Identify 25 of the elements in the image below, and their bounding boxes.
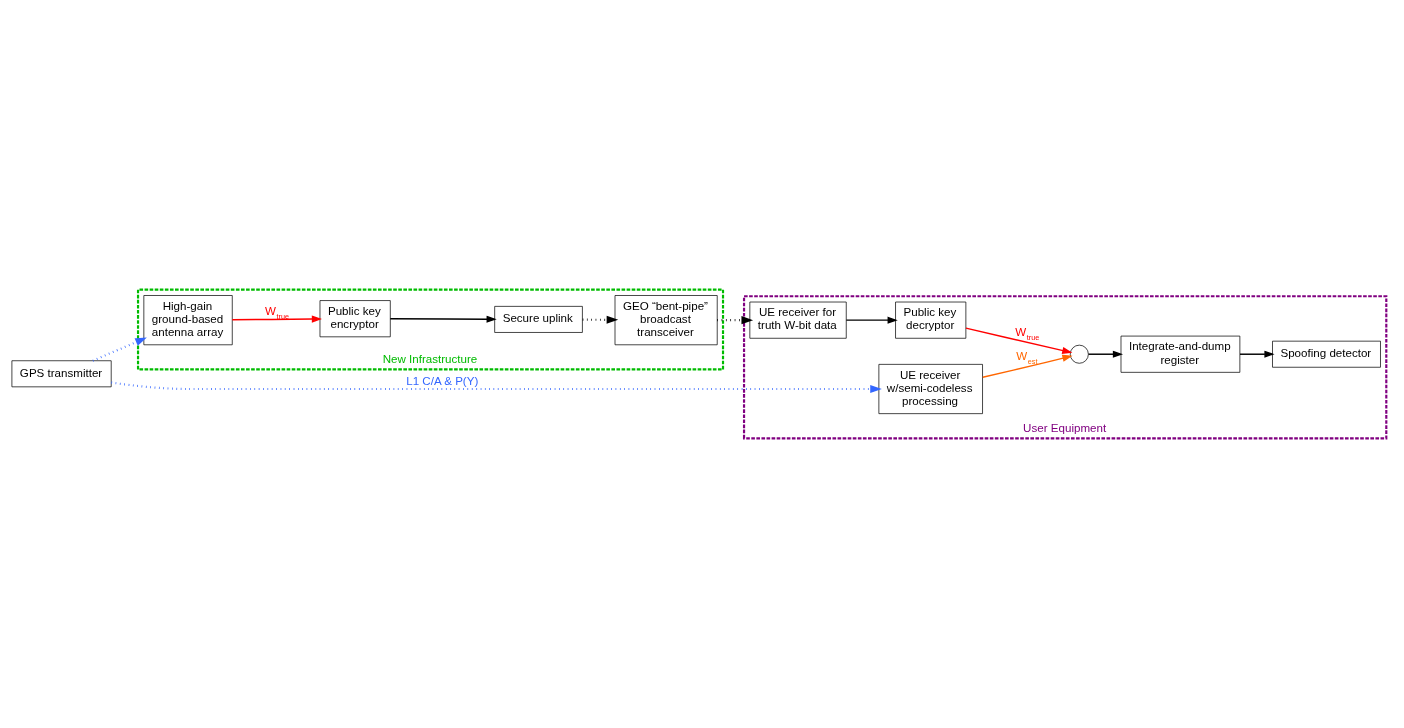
edge-label: W$_{est}$ — [1016, 349, 1038, 367]
arrow — [111, 381, 882, 394]
arrow — [1239, 350, 1275, 358]
node-box: UE receiver w/semi-codeless processing — [878, 364, 983, 415]
arrow — [717, 316, 754, 325]
node-box: GPS transmitter — [11, 360, 112, 388]
node-box: High-gain ground-based antenna array — [143, 295, 233, 346]
arrow — [231, 315, 322, 323]
arrow — [982, 354, 1073, 378]
arrow — [92, 337, 147, 362]
arrow — [965, 327, 1073, 354]
arrow — [845, 316, 898, 324]
arrow — [389, 315, 497, 323]
edge-label: W$_{true}$ — [1015, 325, 1040, 343]
node-box: UE receiver for truth W-bit data — [749, 301, 847, 339]
edge-label: W$_{true}$ — [264, 304, 289, 322]
node-box: Secure uplink — [494, 306, 583, 333]
edge-label: L1 C/A & P(Y) — [406, 375, 479, 388]
node-box: Integrate-and-dump register — [1120, 335, 1241, 373]
node-circle — [1069, 344, 1089, 364]
node-box: Public key decryptor — [895, 301, 967, 339]
arrow — [1087, 350, 1124, 358]
node-box: Spoofing detector — [1272, 340, 1381, 368]
node-box: Public key encryptor — [319, 300, 391, 338]
node-box: GEO “bent-pipe” broadcast transceiver — [614, 295, 718, 346]
